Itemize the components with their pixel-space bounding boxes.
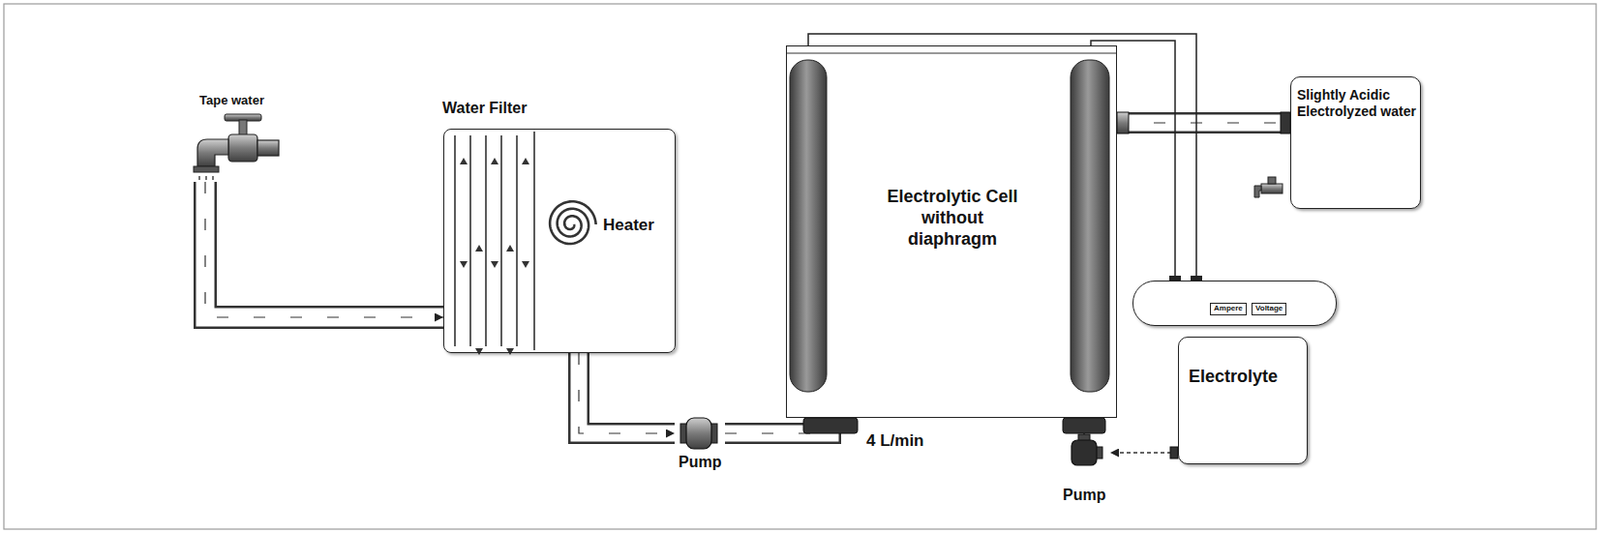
pump-body: [1071, 440, 1097, 466]
filter-tube: [453, 135, 456, 347]
node-heading: Water Filter: [442, 98, 527, 119]
flow-arrow: [490, 157, 499, 165]
flow-arrow: [459, 261, 468, 269]
pump-body: [686, 418, 712, 450]
node-label: Electrolyte: [1188, 366, 1278, 389]
flow-arrow: [521, 261, 530, 269]
wire: [1090, 40, 1176, 281]
filter-tube: [484, 135, 487, 347]
cell-inner-top: [785, 53, 1117, 55]
meter-label: Voltage: [1251, 302, 1287, 316]
pipe-bore: [1116, 115, 1291, 132]
water-drop: [211, 176, 214, 181]
filter-box: Water FilterHeater: [443, 128, 676, 354]
power-wire: [808, 33, 1197, 281]
outlet-tap-icon: [1254, 177, 1283, 198]
node-label: Heater: [603, 215, 655, 237]
electrode: [789, 60, 827, 393]
pipe-wall: [578, 353, 675, 434]
outlet-fitting: [1280, 112, 1291, 134]
filter-tube: [469, 135, 472, 347]
flow-arrow: [506, 348, 514, 356]
dosing-line: [1110, 452, 1178, 454]
water-pipe: [578, 353, 675, 434]
node-label: Slightly Acidic Electrolyzed water: [1297, 87, 1418, 121]
product-tank: Slightly Acidic Electrolyzed water: [1290, 76, 1421, 210]
inlet-fitting: [1062, 418, 1106, 434]
flow-arrow: [459, 157, 468, 165]
node-label: Electrolytic Cell without diaphragm: [878, 186, 1027, 251]
electrolyte-tank: Electrolyte: [1177, 336, 1308, 465]
tap-stem: [239, 120, 247, 136]
node-label: Pump: [1062, 485, 1106, 506]
flow-line: [205, 181, 444, 318]
flow-line: [1116, 121, 1291, 123]
flow-arrow: [490, 261, 499, 269]
flow-line: [578, 353, 675, 434]
filter-tube: [515, 135, 518, 347]
water-pipe: [205, 181, 444, 318]
filter-internals: [454, 131, 597, 356]
water-drop: [198, 176, 201, 181]
tap-node: Tape water: [183, 92, 301, 182]
flow-arrow: [475, 348, 484, 356]
flow-arrow: [521, 157, 530, 165]
flow-rate-label: 4 L/min: [863, 431, 928, 452]
flow-arrow: [475, 244, 484, 252]
wire: [808, 33, 1197, 281]
outlet-fitting: [1170, 447, 1178, 459]
tap-outlet: [193, 166, 219, 173]
tap-body: [228, 134, 258, 162]
pipe-bore: [578, 353, 675, 434]
pipe-wall: [1116, 112, 1291, 134]
water-pipe: [1116, 122, 1291, 124]
outlet-tap-body: [1261, 183, 1283, 194]
heater-coil: [549, 201, 597, 244]
flow-arrow: [506, 244, 514, 252]
node-label: Tape water: [199, 92, 265, 109]
filter-divider: [533, 131, 536, 351]
inlet-fitting: [803, 418, 858, 434]
water-drop: [205, 176, 208, 181]
electrode: [1070, 60, 1110, 393]
electrolytic-cell: Electrolytic Cell without diaphragm: [785, 45, 1117, 419]
tap-spout: [197, 139, 229, 167]
tap-inlet: [257, 140, 279, 156]
dashed-line: [1110, 452, 1178, 454]
pump-node: Pump: [1059, 437, 1111, 510]
pump-node: Pump: [674, 416, 725, 477]
outer-frame: [3, 3, 1597, 530]
outlet-tap-spout: [1254, 185, 1262, 198]
node-label: Pump: [678, 452, 722, 473]
pipe-wall: [205, 181, 444, 318]
outlet-tap-handle: [1267, 177, 1276, 184]
power-supply: Ampere Voltage: [1132, 280, 1337, 327]
filter-tube: [500, 135, 503, 347]
pipe-bore: [205, 181, 444, 318]
meter-label: Ampere: [1209, 302, 1247, 316]
outlet-fitting: [1116, 112, 1129, 134]
tap-icon: [193, 114, 279, 181]
